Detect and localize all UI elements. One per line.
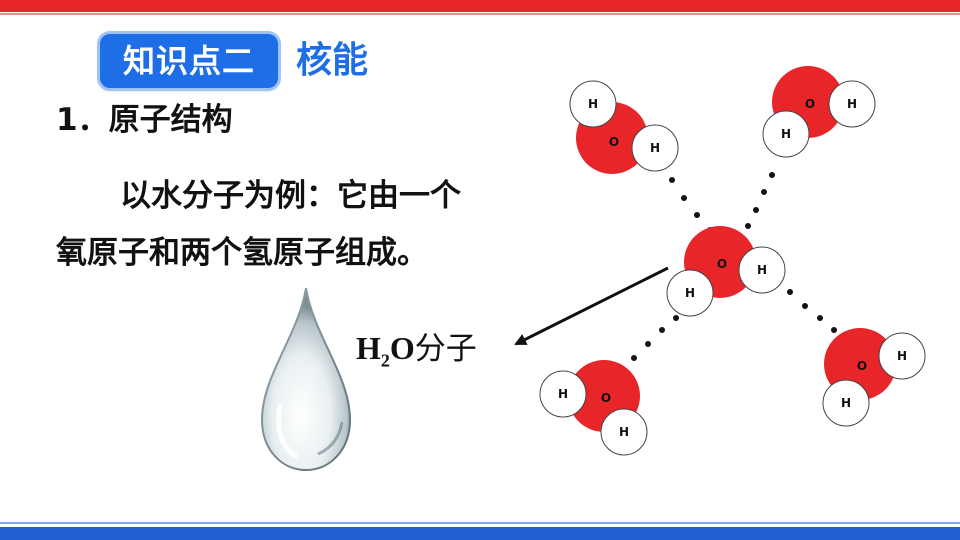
hydrogen-symbol: H xyxy=(781,127,791,141)
water-molecule-bottom-left: O H H xyxy=(539,360,648,456)
hydrogen-symbol: H xyxy=(588,97,598,111)
top-red-line xyxy=(0,13,960,15)
hydrogen-symbol: H xyxy=(619,425,629,439)
h2o-molecule-label: H2O分子 xyxy=(356,326,477,382)
hydrogen-symbol: H xyxy=(847,97,857,111)
water-molecule-center: O H H xyxy=(666,226,786,317)
badge-label: 知识点二 xyxy=(122,42,255,80)
hydrogen-symbol: H xyxy=(897,349,907,363)
water-molecule-top-right: O H H xyxy=(762,66,876,158)
water-molecule-top-left: O H H xyxy=(569,80,679,174)
h2o-label-o: O xyxy=(389,330,415,366)
h2o-label-suffix: 分子 xyxy=(414,331,477,367)
oxygen-symbol: O xyxy=(857,359,867,373)
oxygen-symbol: O xyxy=(609,135,619,149)
hydrogen-symbol: H xyxy=(685,286,695,300)
bottom-blue-line xyxy=(0,522,960,524)
bottom-blue-bar xyxy=(0,527,960,540)
water-drop-image xyxy=(260,287,352,472)
body-paragraph: 以水分子为例：它由一个氧原子和两个氢原子组成。 xyxy=(56,178,461,271)
oxygen-symbol: O xyxy=(805,97,815,111)
hydrogen-symbol: H xyxy=(558,387,568,401)
hydrogen-symbol: H xyxy=(841,396,851,410)
pointer-arrow xyxy=(514,266,669,346)
hydrogen-symbol: H xyxy=(757,263,767,277)
hydrogen-symbol: H xyxy=(650,141,660,155)
top-red-bar xyxy=(0,0,960,12)
oxygen-symbol: O xyxy=(717,257,727,271)
knowledge-point-badge: 知识点二 xyxy=(100,34,278,88)
oxygen-symbol: O xyxy=(601,391,611,405)
water-molecules-diagram: O H H O H H O H H O H H O H H xyxy=(514,66,926,456)
section-heading: 1．原子结构 xyxy=(56,102,233,138)
water-molecule-bottom-right: O H H xyxy=(822,328,926,427)
h2o-label-h: H xyxy=(356,330,381,366)
slide-title: 核能 xyxy=(296,40,369,81)
h2o-label-subscript: 2 xyxy=(380,350,390,371)
